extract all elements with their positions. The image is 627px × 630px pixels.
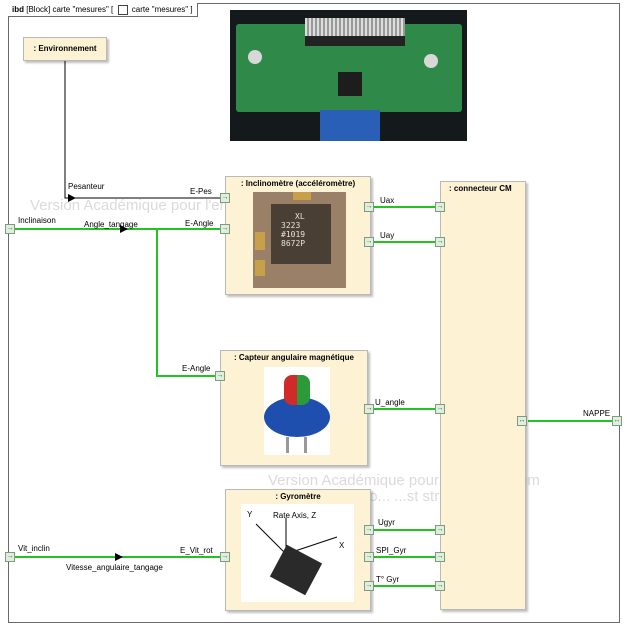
diagram-frame-header: ibd [Block] carte "mesures" [ carte "mes… [8, 3, 198, 17]
mount-base [320, 110, 380, 141]
block-connecteur-cm[interactable]: : connecteur CM [440, 181, 526, 610]
board-photo [230, 10, 467, 141]
gyro-figure: Y Rate Axis, Z X [241, 504, 354, 602]
flow-arrow [68, 194, 76, 202]
port-label-uax: Uax [380, 196, 395, 205]
port-spi-gyr[interactable]: → [364, 552, 374, 562]
chip-marking: XL [295, 212, 305, 221]
block-gyrometre[interactable]: : Gyromètre Y Rate Axis, Z X [225, 489, 371, 611]
port-label-t-gyr: T° Gyr [376, 575, 400, 584]
port-uax[interactable]: → [364, 202, 374, 212]
port-e-vit-rot[interactable]: → [220, 552, 230, 562]
flow-arrow [120, 225, 128, 233]
pesanteur-flow-line[interactable] [64, 60, 223, 199]
port-e-angle-capteur[interactable]: → [215, 371, 225, 381]
flow-arrow [115, 553, 123, 561]
encoder-pin [286, 437, 289, 453]
port-vit-inclin[interactable]: → [5, 552, 15, 562]
port-label-uay: Uay [380, 231, 395, 240]
screw [248, 50, 262, 64]
gyro-axes-drawing [255, 518, 338, 596]
solder-pad [293, 192, 311, 200]
frame-diagram-name: carte "mesures" ] [131, 5, 193, 14]
block-title: : connecteur CM [449, 184, 512, 193]
encoder-photo [264, 367, 330, 455]
solder-pad [255, 232, 265, 250]
chip-marking: #1019 [281, 230, 306, 239]
port-e-pes[interactable]: → [220, 193, 230, 203]
port-nappe[interactable]: ↔ [612, 416, 622, 426]
port-label-vit-inclin: Vit_inclin [18, 544, 50, 553]
solder-pad [255, 260, 265, 276]
connector-label-vitesse: Vitesse_angulaire_tangage [66, 563, 163, 572]
port-label-e-angle-capteur: E-Angle [182, 364, 211, 373]
port-u-angle[interactable]: → [364, 404, 374, 414]
port-cm-uax[interactable]: → [435, 202, 445, 212]
encoder-shaft-red [284, 375, 297, 405]
block-title: : Gyromètre [275, 492, 321, 501]
port-ugyr[interactable]: → [364, 525, 374, 535]
port-cm-t-gyr[interactable]: → [435, 581, 445, 591]
block-environnement[interactable]: : Environnement [23, 37, 107, 61]
port-uay[interactable]: → [364, 237, 374, 247]
encoder-pin [304, 437, 307, 453]
block-inclinometre[interactable]: : Inclinomètre (accéléromètre) XL 3223 #… [225, 176, 371, 295]
angle-branch-line[interactable] [156, 229, 220, 377]
encoder-shaft-green [297, 375, 310, 405]
port-label-ugyr: Ugyr [378, 518, 395, 527]
block-title: : Environnement [33, 44, 97, 53]
port-e-angle[interactable]: → [220, 224, 230, 234]
port-label-u-angle: U_angle [375, 398, 405, 407]
ribbon-cable [305, 18, 405, 38]
gyro-axis-y: Y [247, 510, 253, 519]
chip-body: XL 3223 #1019 8672P [271, 204, 331, 264]
screw [424, 54, 438, 68]
frame-kind: ibd [12, 5, 24, 14]
connector-label-angle-tangage: Angle_tangage [84, 220, 138, 229]
port-cm-u-angle[interactable]: → [435, 404, 445, 414]
block-capteur-angulaire[interactable]: : Capteur angulaire magnétique [220, 350, 368, 466]
diagram-icon [117, 4, 128, 15]
chip-marking: 8672P [281, 239, 306, 248]
port-label-nappe: NAPPE [583, 409, 611, 418]
port-label-inclinaison: Inclinaison [18, 216, 56, 225]
frame-title: [Block] carte "mesures" [ [26, 5, 114, 14]
port-label-e-vit-rot: E_Vit_rot [180, 546, 213, 555]
accelerometer-photo: XL 3223 #1019 8672P [253, 192, 346, 288]
chip-ic [338, 72, 362, 96]
chip-marking: 3223 [281, 221, 301, 230]
port-cm-spi-gyr[interactable]: → [435, 552, 445, 562]
port-cm-ugyr[interactable]: → [435, 525, 445, 535]
gyro-axis-x: X [339, 541, 345, 550]
port-cm-nappe[interactable]: ↔ [517, 416, 527, 426]
port-label-spi-gyr: SPI_Gyr [376, 546, 407, 555]
port-t-gyr[interactable]: → [364, 581, 374, 591]
port-inclinaison[interactable]: → [5, 224, 15, 234]
gyro-axis-z: Rate Axis, Z [273, 511, 317, 520]
port-label-e-pes: E-Pes [190, 187, 212, 196]
connector-header [305, 36, 405, 46]
block-title: : Inclinomètre (accéléromètre) [240, 179, 356, 188]
connector-label-pesanteur: Pesanteur [68, 182, 105, 191]
port-label-e-angle: E-Angle [185, 219, 214, 228]
diagram-frame [8, 3, 620, 623]
block-title: : Capteur angulaire magnétique [233, 353, 355, 362]
port-cm-uay[interactable]: → [435, 237, 445, 247]
